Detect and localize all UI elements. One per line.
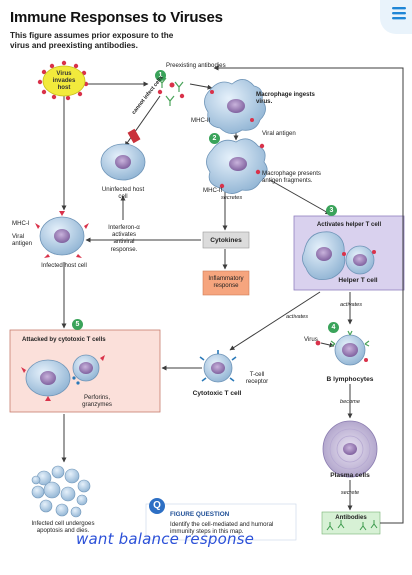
viral-antigen-label-top: Viral antigen	[262, 130, 296, 137]
cytotoxic-t-cell-shape	[199, 350, 237, 383]
become-label: become	[340, 399, 360, 405]
secretes-label: secretes	[221, 195, 243, 201]
page-title: Immune Responses to Viruses	[10, 9, 223, 26]
inflammatory-response-label: Inflammatory response	[208, 275, 244, 290]
macrophage-ingests-text: Macrophage ingests virus.	[256, 91, 315, 106]
secrete-label: secrete	[340, 490, 360, 496]
step-badge-5: 5	[72, 319, 83, 330]
figure-question-icon: Q	[149, 498, 165, 514]
apoptosis-fragments	[31, 465, 91, 518]
b-lymphocytes-label: B lymphocytes	[326, 376, 374, 383]
macrophage-presents-label: Macrophage presents antigen fragments.	[262, 170, 321, 185]
macrophage-ingesting	[204, 79, 266, 134]
figure-question-text: Identify the cell-mediated and humoral i…	[170, 521, 274, 536]
plasma-cells-label: Plasma cells	[330, 472, 370, 479]
interferon-label: Interferon-α activates antiviral respons…	[108, 224, 140, 253]
uninfected-host-cell-shape	[100, 143, 146, 181]
page-subtitle: This figure assumes prior exposure to th…	[10, 31, 174, 50]
mhc-i-label: MHC-I	[12, 220, 30, 227]
mhc-ii-label-top: MHC-II	[191, 117, 211, 124]
antibodies-label: Antibodies	[335, 514, 367, 521]
macrophage-presenting	[206, 138, 268, 194]
activates-label-right: activates	[340, 302, 363, 308]
figure-question-box	[145, 503, 297, 541]
attacked-by-cytotoxic-label: Attacked by cytotoxic T cells	[22, 336, 106, 343]
handwritten-annotation: want balance response	[76, 530, 255, 548]
viral-antigen-label-left: Viral antigen	[12, 233, 32, 248]
infected-host-cell-label: Infected host cell	[41, 262, 87, 269]
antibody-cluster-top	[157, 77, 185, 106]
preexisting-antibodies-label: Preexisting antibodies	[166, 62, 226, 69]
cytokines-box	[202, 231, 250, 249]
antibodies-glyphs	[326, 520, 378, 531]
menu-icon[interactable]	[374, 0, 412, 34]
cytokines-label: Cytokines	[210, 237, 242, 244]
virus-invades-host-node	[37, 60, 89, 101]
infected-host-cell-shape	[35, 211, 89, 258]
step-badge-3: 3	[326, 205, 337, 216]
perforins-label: Perforins, granzymes	[82, 394, 112, 409]
apoptosis-label: Infected cell undergoes apoptosis and di…	[31, 520, 95, 535]
figure-question-title: FIGURE QUESTION	[170, 511, 230, 518]
cytotoxic-t-cell-label: Cytotoxic T cell	[192, 390, 242, 397]
helper-t-cell-label: Helper T cell	[338, 277, 378, 284]
step-badge-4: 4	[328, 322, 339, 333]
t-cell-receptor-label: T-cell receptor	[245, 371, 269, 386]
step-badge-1: 1	[155, 70, 166, 81]
activates-label-left: activates	[286, 314, 309, 320]
b-lymphocyte-shape	[315, 330, 370, 366]
step-badge-2: 2	[209, 133, 220, 144]
macrophage-ingests-label: Macrophage ingests virus.	[256, 91, 318, 105]
virus-invades-label: Virus invades host	[52, 70, 76, 92]
uninfected-host-cell-label: Uninfected host cell	[101, 186, 145, 201]
mhc-ii-label-bottom: MHC-II	[203, 187, 223, 194]
cannot-infect-blocker	[127, 128, 141, 144]
inflammatory-box	[202, 270, 250, 296]
attack-cells-shapes	[21, 354, 105, 401]
virus-label: Virus	[304, 336, 318, 343]
helper-t-cell-shapes	[302, 231, 376, 281]
activates-helper-label: Activates helper T cell	[316, 221, 382, 228]
plasma-cell-shape	[322, 420, 378, 478]
